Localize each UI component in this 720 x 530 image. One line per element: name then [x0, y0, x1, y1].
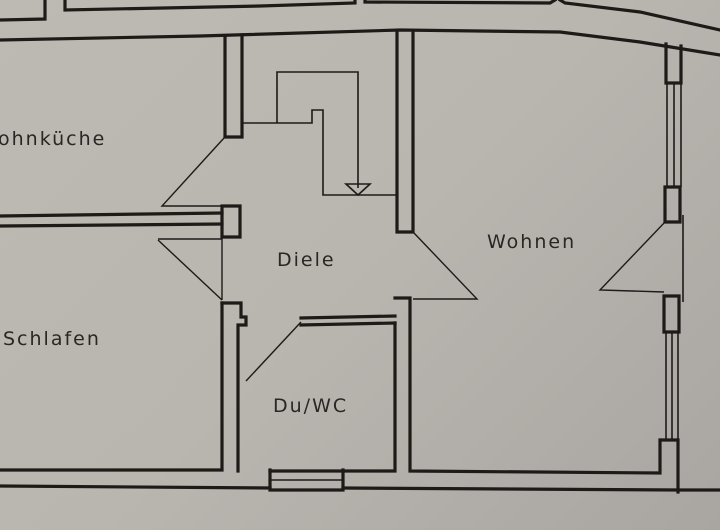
- door-swings: [157, 137, 479, 301]
- room-label-schlafen: Schlafen: [3, 328, 101, 350]
- bath-door-swing: [245, 314, 397, 382]
- bottom-exterior-wall: [0, 468, 720, 492]
- room-label-wohnen: Wohnen: [487, 231, 576, 253]
- wall-bedroom-bath: [0, 301, 248, 473]
- wall-kitchen-bedroom: [0, 204, 242, 239]
- stair-shaft: [242, 71, 398, 197]
- room-label-du-wc: Du/WC: [273, 395, 348, 417]
- room-label-wohnkueche: ohnküche: [0, 128, 106, 150]
- room-label-diele: Diele: [277, 249, 336, 271]
- top-exterior-wall: [0, 0, 720, 57]
- right-exterior-wall: [598, 42, 684, 494]
- wall-bath-living: [268, 296, 662, 475]
- wall-kitchen-hall: [223, 33, 244, 139]
- stair-arrow-icon: [343, 183, 373, 197]
- wall-hall-living: [395, 29, 415, 234]
